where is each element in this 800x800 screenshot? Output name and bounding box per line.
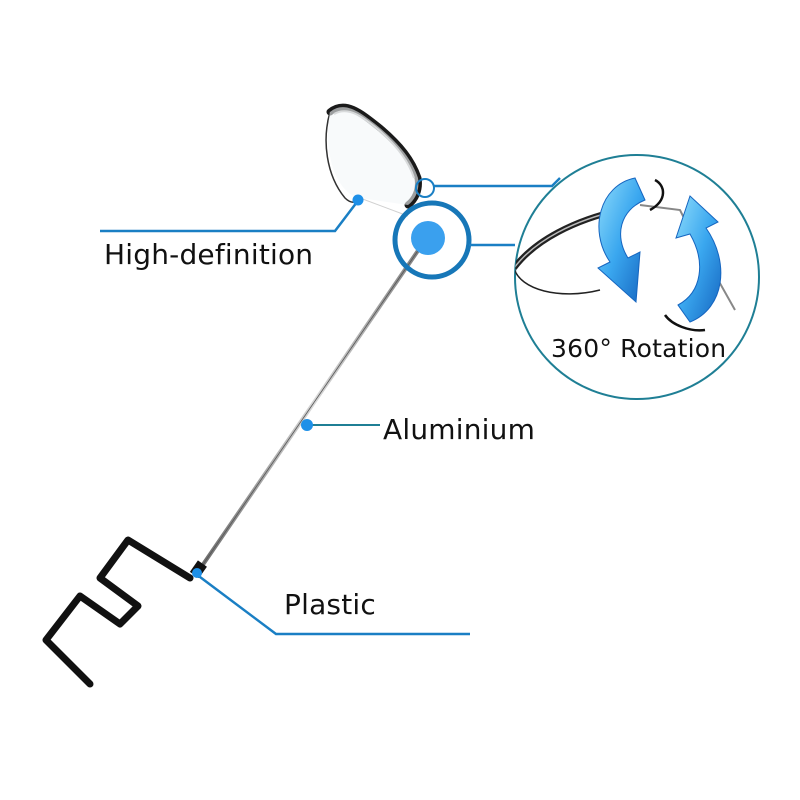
inset-connector-top bbox=[434, 177, 561, 188]
rotate-up-arrow-icon bbox=[675, 195, 722, 323]
plastic-base bbox=[42, 536, 207, 688]
joint-callout bbox=[392, 200, 472, 280]
rotation-inset bbox=[514, 154, 760, 400]
lens-callout-line bbox=[100, 201, 358, 233]
base-callout-dot bbox=[192, 568, 202, 578]
joint-dot bbox=[411, 221, 445, 255]
lens-glass bbox=[328, 107, 419, 205]
rod-callout-dot bbox=[301, 419, 313, 431]
lens-callout-dot bbox=[352, 194, 364, 206]
label-high-definition: High-definition bbox=[104, 238, 314, 271]
hinge-ring bbox=[415, 178, 435, 198]
bent-wire bbox=[42, 536, 194, 688]
label-plastic: Plastic bbox=[284, 588, 376, 621]
label-aluminium: Aluminium bbox=[383, 413, 536, 446]
rotate-down-arrow-icon bbox=[597, 177, 646, 304]
lens bbox=[325, 103, 422, 217]
joint-ring bbox=[392, 200, 472, 280]
label-360-rotation: 360° Rotation bbox=[551, 334, 727, 363]
base-callout-line bbox=[195, 573, 470, 636]
